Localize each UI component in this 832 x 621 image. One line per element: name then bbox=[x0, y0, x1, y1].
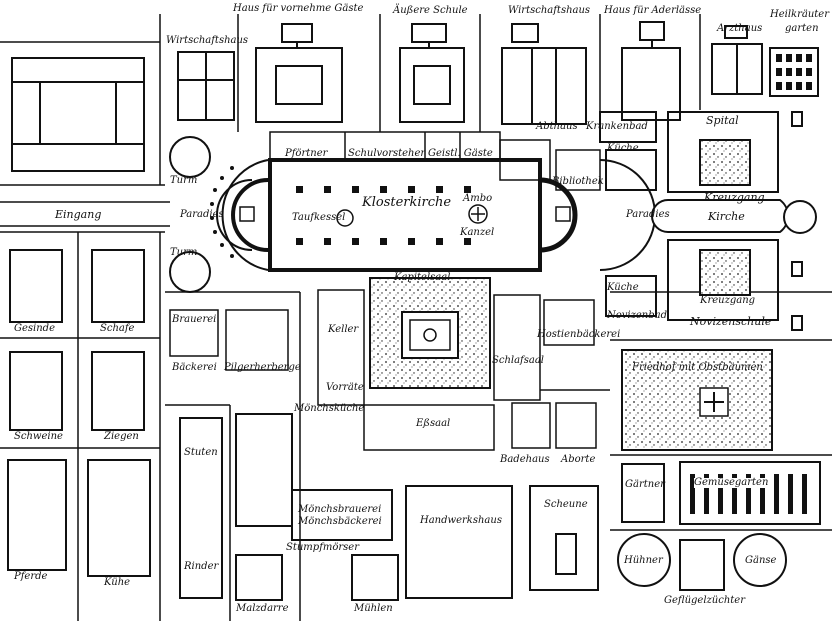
label-scheune: Scheune bbox=[544, 499, 588, 510]
poultry-houses bbox=[617, 533, 787, 587]
label-gemuesegarten: Gemüsegarten bbox=[694, 477, 769, 488]
label-pilgerherberge: Pilgerherberge bbox=[224, 362, 301, 373]
label-vorraete: Vorräte bbox=[326, 382, 364, 393]
label-schafe: Schafe bbox=[100, 323, 135, 334]
label-ziegen: Ziegen bbox=[104, 431, 139, 442]
label-novizenschule: Novizenschule bbox=[690, 315, 772, 328]
top-buildings bbox=[177, 21, 819, 125]
label-kreuzgang-top: Kreuzgang bbox=[704, 191, 765, 204]
label-heilkraeuter: Heilkräuter bbox=[770, 9, 829, 20]
label-moenchsbrauerei: Mönchsbrauerei bbox=[298, 504, 382, 515]
label-abthaus: Abthaus bbox=[536, 121, 578, 132]
label-taufkessel: Taufkessel bbox=[292, 212, 346, 223]
label-rinder: Rinder bbox=[184, 561, 219, 572]
vegetable-beds bbox=[690, 474, 807, 514]
label-krankenbad: Krankenbad bbox=[586, 121, 648, 132]
label-schulvorsteher: Schulvorsteher bbox=[348, 148, 426, 159]
label-geistl-gaeste: Geistl. Gäste bbox=[428, 148, 493, 159]
left-square-building bbox=[11, 57, 145, 172]
cloister-ranges bbox=[169, 289, 597, 451]
label-hostienbaeckerei: Hostienbäckerei bbox=[537, 329, 621, 340]
label-kanzel: Kanzel bbox=[460, 227, 495, 238]
label-malzdarre: Malzdarre bbox=[236, 603, 289, 614]
label-huehner: Hühner bbox=[624, 555, 663, 566]
label-gefluegelzuechter: Geflügelzüchter bbox=[664, 595, 746, 606]
lower-buildings bbox=[235, 413, 821, 601]
label-keller: Keller bbox=[328, 324, 359, 335]
label-novizenbad: Novizenbad bbox=[607, 310, 668, 321]
label-kuehe: Kühe bbox=[104, 577, 131, 588]
label-brauerei: Brauerei bbox=[172, 314, 217, 325]
label-kapitelsaal: Kapitelsaal bbox=[394, 272, 451, 283]
label-gaertner: Gärtner bbox=[625, 479, 665, 490]
label-eingang: Eingang bbox=[55, 208, 102, 221]
cemetery bbox=[621, 349, 773, 451]
label-stuten: Stuten bbox=[184, 447, 218, 458]
herb-garden-beds bbox=[776, 54, 812, 90]
label-kueche-top: Küche bbox=[607, 143, 639, 154]
label-arzthaus: Arzthaus bbox=[717, 23, 763, 34]
label-gaense: Gänse bbox=[745, 555, 777, 566]
label-kreuzgang-bottom: Kreuzgang bbox=[700, 295, 756, 306]
label-paradies-right: Paradies bbox=[626, 209, 670, 220]
label-moenchskueche: Mönchsküche bbox=[294, 403, 365, 414]
label-stumpfmoerser: Stumpfmörser bbox=[286, 542, 360, 553]
label-haus-aderlaesse: Haus für Aderlässe bbox=[604, 5, 702, 16]
label-bibliothek: Bibliothek bbox=[552, 176, 604, 187]
label-wirtschaftshaus-left: Wirtschaftshaus bbox=[166, 35, 249, 46]
label-turm-top: Turm bbox=[170, 175, 198, 186]
label-badehaus: Badehaus bbox=[500, 454, 550, 465]
label-handwerkshaus: Handwerkshaus bbox=[420, 515, 502, 526]
north-range bbox=[269, 131, 601, 191]
label-essaal: Eßsaal bbox=[416, 418, 451, 429]
label-gesinde: Gesinde bbox=[14, 323, 55, 334]
label-garten: garten bbox=[785, 23, 819, 34]
label-schweine: Schweine bbox=[14, 431, 63, 442]
west-towers bbox=[169, 136, 269, 293]
label-paradies-left: Paradies bbox=[180, 209, 224, 220]
animal-pens bbox=[7, 249, 223, 599]
church bbox=[231, 158, 578, 272]
label-aeussere-schule: Äußere Schule bbox=[393, 5, 468, 16]
label-kueche-bottom: Küche bbox=[607, 282, 639, 293]
label-friedhof: Friedhof mit Obstbäumen bbox=[632, 362, 763, 373]
label-haus-vornehme-gaeste: Haus für vornehme Gäste bbox=[233, 3, 364, 14]
label-aborte: Aborte bbox=[561, 454, 596, 465]
label-klosterkirche: Klosterkirche bbox=[362, 195, 452, 210]
label-muehlen: Mühlen bbox=[354, 603, 393, 614]
label-pferde: Pferde bbox=[14, 571, 48, 582]
label-schlafsaal: Schlafsaal bbox=[492, 355, 545, 366]
east-complex bbox=[599, 111, 817, 331]
cloister bbox=[369, 277, 491, 389]
label-kirche: Kirche bbox=[708, 210, 745, 223]
paradise-dots bbox=[210, 166, 234, 258]
label-spital: Spital bbox=[706, 114, 739, 127]
label-pfoertner: Pförtner bbox=[285, 148, 328, 159]
label-baeckerei: Bäckerei bbox=[172, 362, 217, 373]
label-ambo: Ambo bbox=[463, 193, 493, 204]
label-turm-bottom: Turm bbox=[170, 247, 198, 258]
label-moenchsbaeckerei: Mönchsbäckerei bbox=[298, 516, 382, 527]
label-wirtschaftshaus-top: Wirtschaftshaus bbox=[508, 5, 591, 16]
entrance-road bbox=[0, 201, 170, 227]
